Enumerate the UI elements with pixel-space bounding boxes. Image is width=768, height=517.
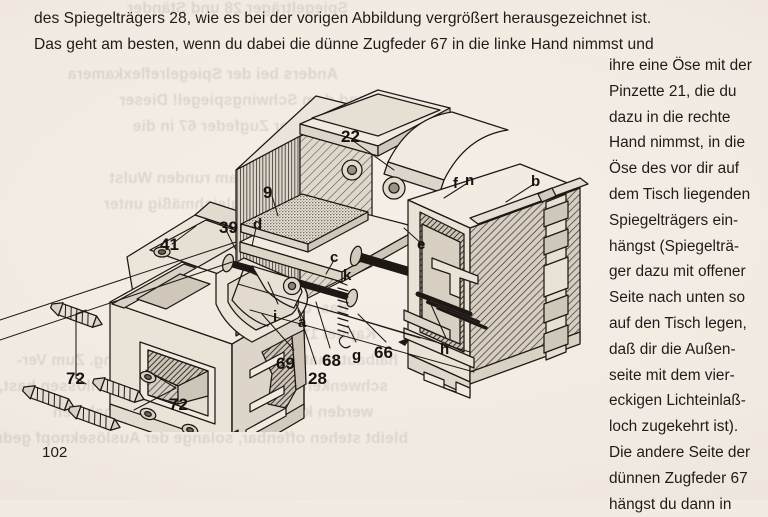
figure-callout-d: d: [253, 216, 263, 233]
figure-callout-b: b: [531, 173, 541, 190]
right-column-line: Öse des vor dir auf: [609, 160, 740, 178]
right-column-line: hängst du dann in: [609, 495, 732, 513]
body-line-2: Das geht am besten, wenn du dabei die dü…: [34, 32, 734, 58]
figure-callout-k: k: [343, 267, 352, 284]
body-line-2-text: Das geht am besten, wenn du dabei die dü…: [34, 36, 654, 53]
figure-callout-g: g: [352, 347, 362, 364]
page-number: 102: [42, 444, 68, 461]
figure-callout-h: h: [440, 341, 450, 358]
figure-callout-66: 66: [374, 343, 393, 362]
figure-callout-72-left: 72: [66, 369, 85, 388]
figure-callout-9: 9: [263, 183, 273, 202]
figure-callout-28: 28: [308, 369, 327, 388]
right-column-line: seite mit dem vier-: [609, 366, 735, 384]
figure-callout-22: 22: [341, 127, 360, 146]
figure-callout-69: 69: [276, 354, 295, 373]
figure-callout-f: f: [453, 175, 458, 192]
right-column-line: Hand nimmst, in die: [609, 134, 746, 152]
right-column-line: dünnen Zugfeder 67: [609, 469, 748, 487]
right-column-line: daß dir die Außen-: [609, 340, 736, 358]
right-column-line: hängst (Spiegelträ-: [609, 237, 740, 255]
body-paragraph: des Spiegelträgers 28, wie es bei der vo…: [34, 6, 734, 58]
right-column-line: dem Tisch liegenden: [609, 185, 751, 203]
right-text-column: ihre eine Öse mit der Pinzette 21, die d…: [609, 53, 752, 517]
body-line-1: des Spiegelträgers 28, wie es bei der vo…: [34, 6, 734, 32]
figure-callout-c: c: [330, 249, 339, 266]
right-column-line: Spiegelträgers ein-: [609, 211, 739, 229]
figure-callout-39: 39: [219, 218, 238, 237]
figure-callout-n: n: [465, 172, 475, 189]
right-column-line: auf den Tisch legen,: [609, 314, 747, 332]
right-column-line: Pinzette 21, die du: [609, 82, 737, 100]
right-column-line: loch zugekehrt ist).: [609, 418, 739, 436]
figure-callout-e: e: [417, 236, 426, 253]
right-column-line: ihre eine Öse mit der: [609, 57, 752, 74]
body-line-1-text: des Spiegelträgers 28, wie es bei der vo…: [34, 10, 652, 27]
figure-callout-68: 68: [322, 351, 341, 370]
right-column-line: Seite nach unten so: [609, 289, 746, 307]
figure-callout-i: i: [273, 308, 278, 325]
exploded-assembly-figure: 22 9 39 d 41 c k f n b e i a g h 66 68 6…: [0, 52, 612, 432]
right-column-line: Die andere Seite der: [609, 443, 751, 461]
figure-callout-41: 41: [160, 235, 179, 254]
figure-callout-72-right: 72: [169, 395, 188, 414]
right-column-line: ger dazu mit offener: [609, 263, 746, 281]
figure-callout-a: a: [298, 314, 307, 331]
right-column-line: eckigen Lichteinlaß-: [609, 392, 746, 410]
right-column-line: dazu in die rechte: [609, 108, 731, 126]
